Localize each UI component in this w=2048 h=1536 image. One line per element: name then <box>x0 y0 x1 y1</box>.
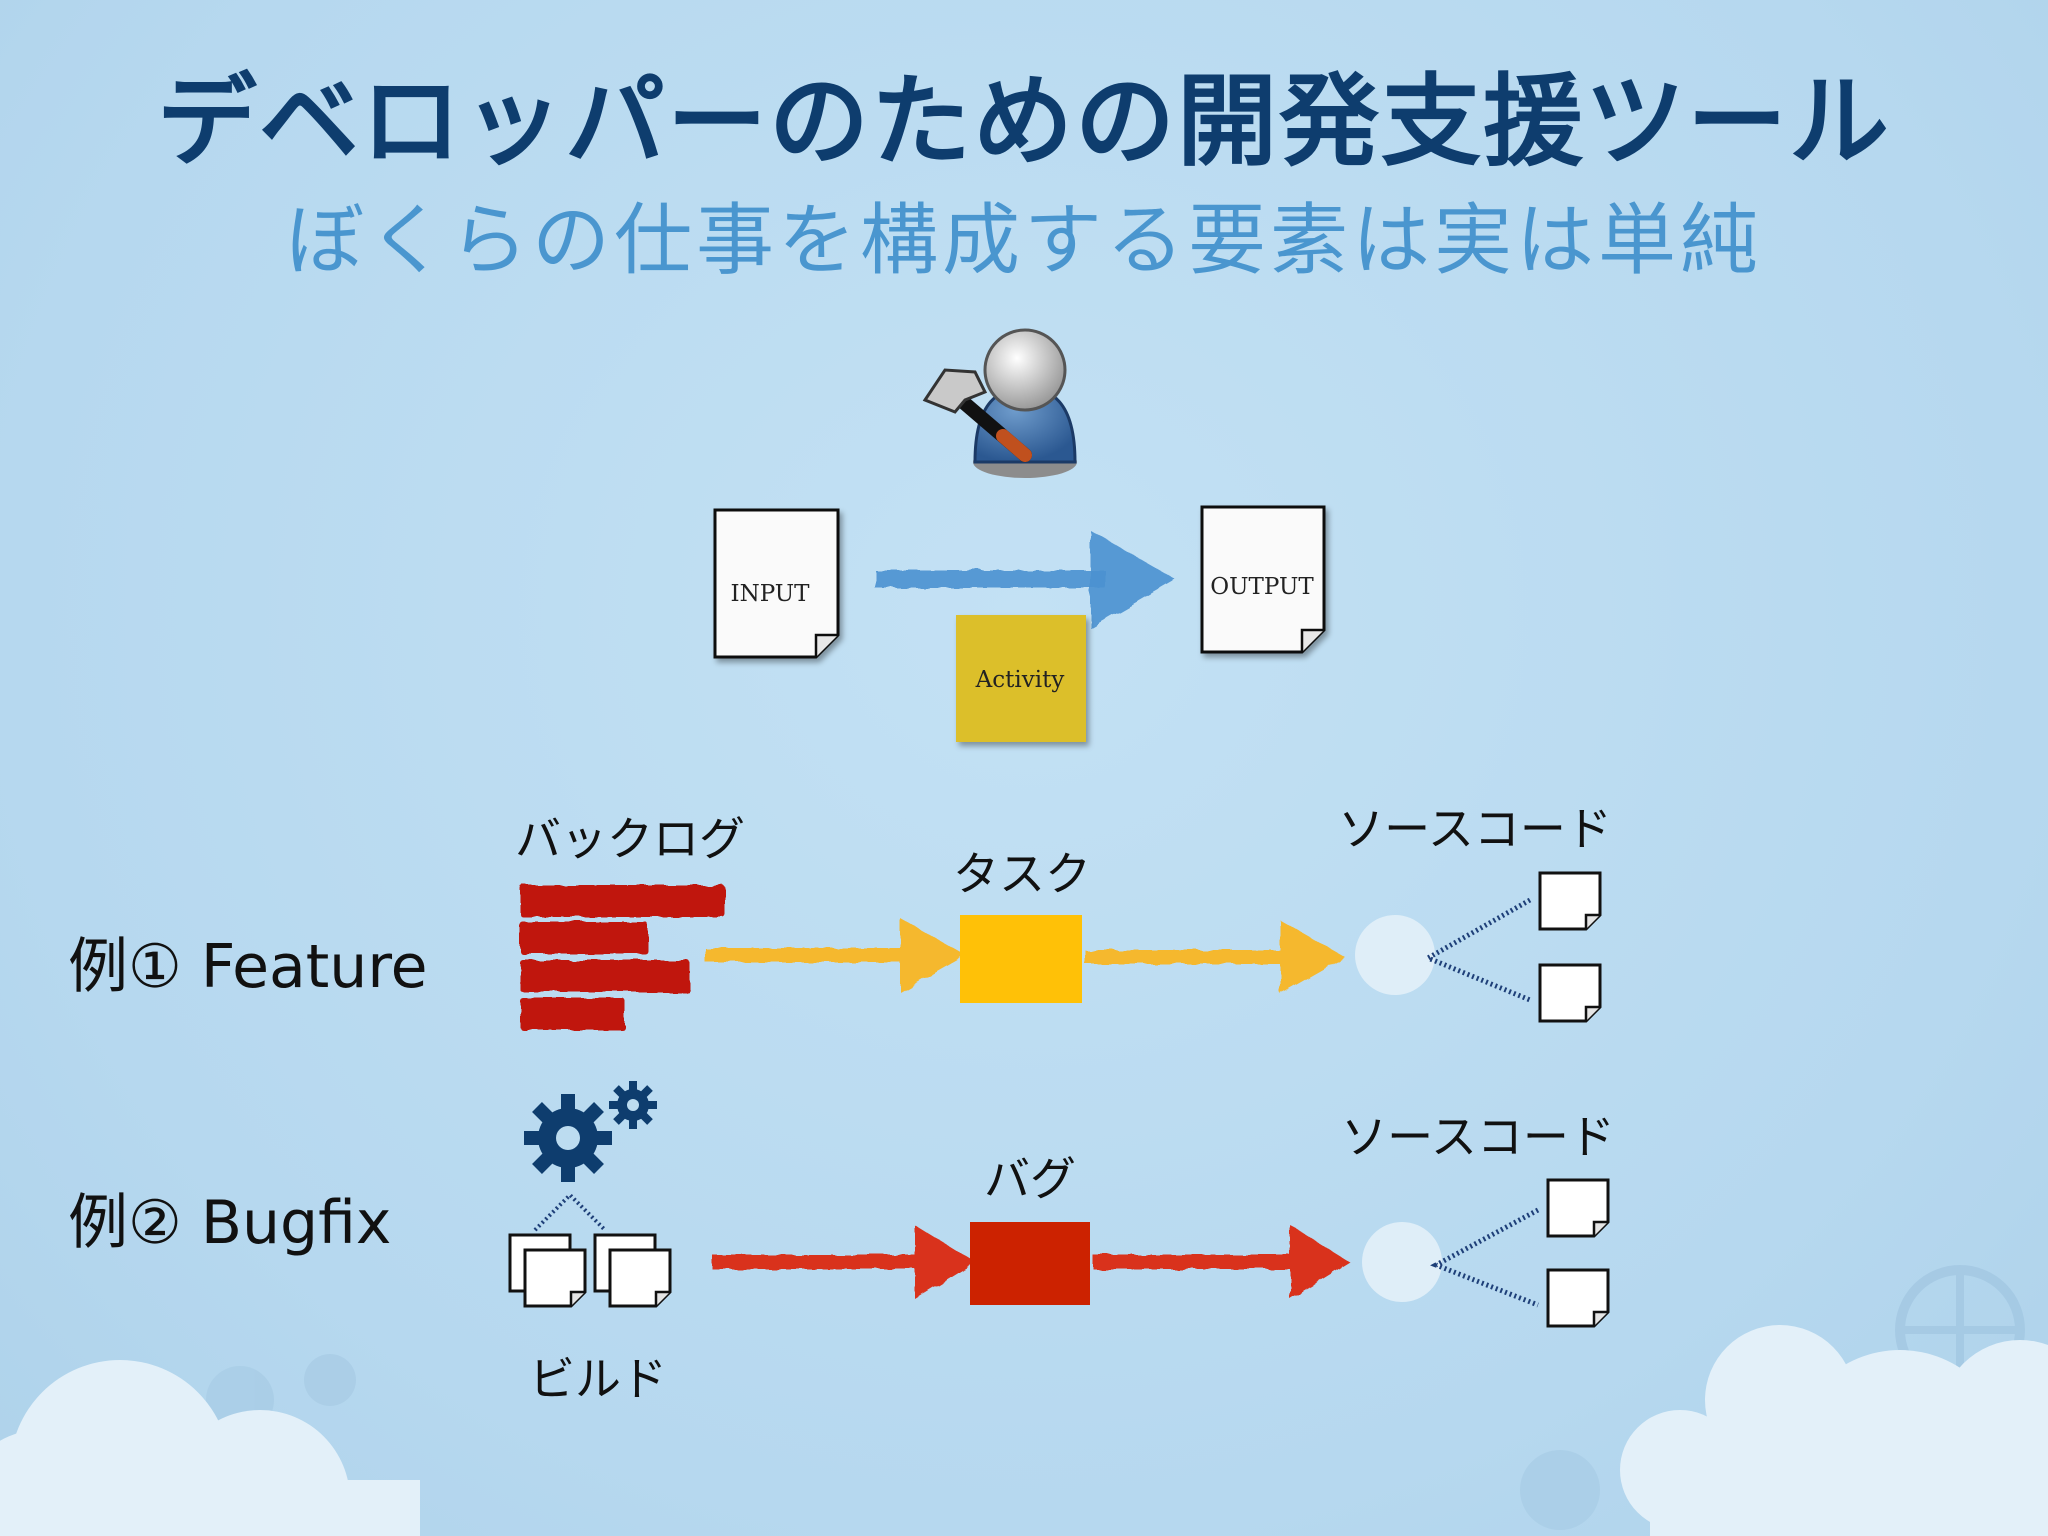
developer-with-hammer-icon <box>922 328 1077 478</box>
feature-arrow-1 <box>705 918 965 992</box>
example-bugfix-row: 例② Bugfix <box>68 1081 1615 1406</box>
output-label: OUTPUT <box>1210 574 1314 600</box>
example1-label: 例① Feature <box>68 932 428 1002</box>
feature-arrow-2 <box>1085 920 1345 994</box>
bug-box <box>970 1222 1090 1305</box>
build-documents-icon <box>508 1233 672 1308</box>
slide-subtitle: ぼくらの仕事を構成する要素は実は単純 <box>285 196 1762 286</box>
background-decoration <box>0 1265 2048 1536</box>
example2-label: 例② Bugfix <box>68 1188 391 1258</box>
output-document-icon <box>1200 505 1326 654</box>
input-document-icon <box>713 508 840 659</box>
build-label: ビルド <box>529 1352 667 1406</box>
activity-label: Activity <box>975 667 1065 693</box>
bugfix-arrow-1 <box>712 1225 975 1299</box>
faint-gear-icon <box>206 1265 2025 1530</box>
example-feature-row: 例① Feature バックログ タスク ソースコード <box>68 802 1612 1030</box>
input-label: INPUT <box>730 581 810 607</box>
slide-title: デベロッパーのための開発支援ツール <box>157 63 1891 180</box>
backlog-icon <box>520 885 725 1030</box>
source-code-tree-icon <box>1362 1178 1610 1328</box>
overview-diagram: INPUT OUTPUT Activity <box>713 328 1326 742</box>
build-connector <box>533 1192 607 1232</box>
activity-arrow <box>875 530 1175 628</box>
bug-label: バグ <box>984 1152 1076 1206</box>
task-box <box>960 915 1082 1003</box>
bugfix-arrow-2 <box>1093 1225 1350 1299</box>
source-code-tree-icon <box>1355 871 1602 1023</box>
cloud-left <box>0 1360 420 1536</box>
sticky-note-icon <box>956 615 1086 742</box>
source-code-label-1: ソースコード <box>1338 802 1612 856</box>
gear-icon <box>524 1081 657 1182</box>
cloud-right <box>1620 1325 2048 1536</box>
backlog-label: バックログ <box>515 812 745 866</box>
task-label: タスク <box>953 847 1091 901</box>
source-code-label-2: ソースコード <box>1341 1110 1615 1164</box>
